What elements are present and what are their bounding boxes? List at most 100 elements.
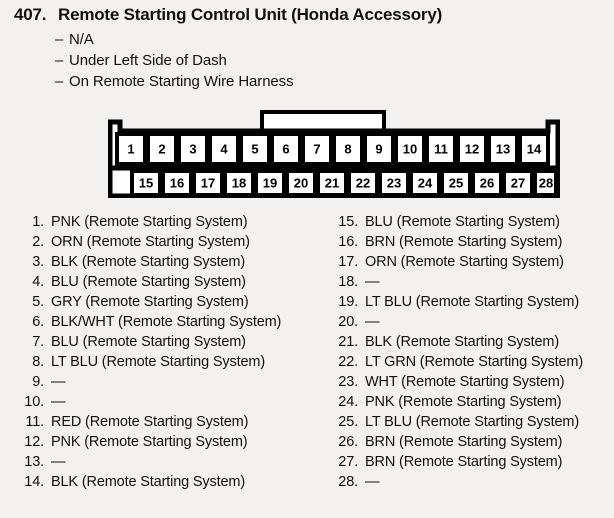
pin-description: — (51, 394, 66, 410)
pin-label-25: 25 (449, 175, 463, 190)
pin-number: 18. (338, 274, 358, 290)
section-title-text: Remote Starting Control Unit (Honda Acce… (58, 5, 443, 24)
pin-number: 12. (24, 434, 44, 450)
pin-list-item: 25. LT BLU (Remote Starting System) (328, 412, 583, 432)
pin-label-21: 21 (325, 175, 339, 190)
pin-list-item: 9.— (14, 372, 281, 392)
pin-number: 24. (338, 394, 358, 410)
pin-number: 28. (338, 474, 358, 490)
pin-list-item: 21.BLK (Remote Starting System) (328, 332, 583, 352)
pin-description: PNK (Remote Starting System) (51, 434, 248, 450)
pin-description: — (365, 274, 380, 290)
pin-number: 22. (338, 354, 358, 370)
pin-label-18: 18 (232, 175, 246, 190)
pin-list-item: 4.BLU (Remote Starting System) (14, 272, 281, 292)
header-bullet: –Under Left Side of Dash (55, 52, 227, 69)
pin-description: BLU (Remote Starting System) (51, 334, 246, 350)
pin-list-item: 26.BRN (Remote Starting System) (328, 432, 583, 452)
connector-top-row: 1 2 3 4 5 6 7 8 9 10 11 12 13 14 (115, 132, 550, 166)
pin-number: 11. (25, 414, 44, 430)
pin-label-20: 20 (294, 175, 308, 190)
pin-label-5: 5 (251, 141, 258, 156)
bullet-text: N/A (69, 31, 94, 48)
pin-description: — (365, 474, 380, 490)
connector-bottom-row: 15 16 17 18 19 20 21 22 23 24 25 26 27 2… (130, 169, 558, 197)
pin-label-24: 24 (418, 175, 433, 190)
bullet-text: Under Left Side of Dash (69, 52, 227, 69)
pin-number: 15. (338, 214, 358, 230)
pin-description: — (51, 454, 66, 470)
pin-label-6: 6 (282, 141, 289, 156)
pin-number: 23. (338, 374, 358, 390)
pin-description: GRY (Remote Starting System) (51, 294, 249, 310)
pin-number: 16. (338, 234, 358, 250)
pin-list-item: 17.ORN (Remote Starting System) (328, 252, 583, 272)
header-bullet: –On Remote Starting Wire Harness (55, 73, 294, 90)
pin-description: BLK (Remote Starting System) (51, 474, 246, 490)
pin-list-item: 11. RED (Remote Starting System) (14, 412, 281, 432)
pin-number: 7. (32, 334, 44, 350)
pin-description: WHT (Remote Starting System) (365, 374, 565, 390)
pin-list-item: 19. LT BLU (Remote Starting System) (328, 292, 583, 312)
pin-label-14: 14 (527, 141, 542, 156)
pin-description: BLK/WHT (Remote Starting System) (51, 314, 282, 330)
bullet-dash-icon: – (55, 73, 64, 90)
pin-label-19: 19 (263, 175, 277, 190)
pin-description: RED (Remote Starting System) (51, 414, 249, 430)
pin-description: BRN (Remote Starting System) (365, 434, 563, 450)
pin-number: 10. (24, 394, 44, 410)
pin-description: BLU (Remote Starting System) (51, 274, 246, 290)
pin-description: LT BLU (Remote Starting System) (365, 294, 579, 310)
pin-label-16: 16 (170, 175, 184, 190)
pin-label-15: 15 (139, 175, 153, 190)
pin-label-4: 4 (220, 141, 228, 156)
pin-number: 5. (32, 294, 44, 310)
pin-label-13: 13 (496, 141, 510, 156)
pin-label-22: 22 (356, 175, 370, 190)
pin-description: ORN (Remote Starting System) (365, 254, 564, 270)
pin-list-item: 24.PNK (Remote Starting System) (328, 392, 583, 412)
pin-list-item: 10. — (14, 392, 281, 412)
pin-list-right-column: 15. BLU (Remote Starting System) 16. BRN (… (328, 212, 583, 492)
pin-description: — (365, 314, 380, 330)
pin-number: 21. (338, 334, 358, 350)
pin-list-item: 23. WHT (Remote Starting System) (328, 372, 583, 392)
pin-number: 20. (338, 314, 358, 330)
pin-label-11: 11 (434, 141, 448, 156)
pin-list-item: 16. BRN (Remote Starting System) (328, 232, 583, 252)
pin-number: 2. (32, 234, 44, 250)
pin-description: LT BLU (Remote Starting System) (51, 354, 265, 370)
pin-label-12: 12 (465, 141, 479, 156)
pin-description: BRN (Remote Starting System) (365, 234, 563, 250)
pin-list-item: 18. — (328, 272, 583, 292)
pin-list-item: 3.BLK (Remote Starting System) (14, 252, 281, 272)
pin-number: 27. (338, 454, 358, 470)
pin-number: 1. (32, 214, 44, 230)
pin-list-item: 12. PNK (Remote Starting System) (14, 432, 281, 452)
pin-number: 8. (32, 354, 44, 370)
pin-description: BLU (Remote Starting System) (365, 214, 560, 230)
pin-label-10: 10 (403, 141, 417, 156)
pin-list-item: 1.PNK (Remote Starting System) (14, 212, 281, 232)
pin-list-item: 2. ORN (Remote Starting System) (14, 232, 281, 252)
pin-label-17: 17 (201, 175, 215, 190)
pin-number: 6. (32, 314, 44, 330)
pin-label-8: 8 (344, 141, 351, 156)
pin-description: — (51, 374, 66, 390)
pin-list-item: 15. BLU (Remote Starting System) (328, 212, 583, 232)
pin-list-item: 27.BRN (Remote Starting System) (328, 452, 583, 472)
pin-description: LT BLU (Remote Starting System) (365, 414, 579, 430)
pin-list-left-column: 1.PNK (Remote Starting System) 2.ORN (Re… (14, 212, 281, 492)
pin-number: 25. (338, 414, 358, 430)
pin-label-7: 7 (313, 141, 320, 156)
pin-list-item: 5. GRY (Remote Starting System) (14, 292, 281, 312)
pin-list-item: 7. BLU (Remote Starting System) (14, 332, 281, 352)
pin-description: BLK (Remote Starting System) (51, 254, 246, 270)
pin-list-item: 8. LT BLU (Remote Starting System) (14, 352, 281, 372)
pin-label-28: 28 (539, 175, 553, 190)
pin-description: ORN (Remote Starting System) (51, 234, 250, 250)
connector-diagram: 1 2 3 4 5 6 7 8 9 10 11 12 13 14 (108, 110, 560, 198)
pin-label-2: 2 (158, 141, 165, 156)
pin-label-23: 23 (387, 175, 401, 190)
pin-number: 19. (338, 294, 358, 310)
